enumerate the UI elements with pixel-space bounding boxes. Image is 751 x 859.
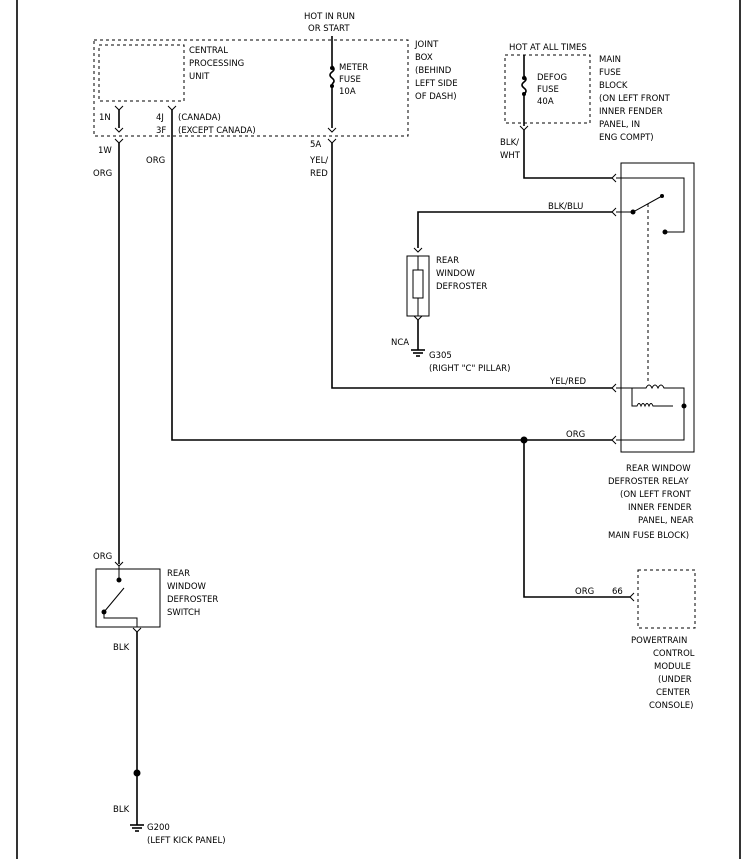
g305-location-label: (RIGHT "C" PILLAR) — [429, 364, 510, 374]
g200-location-label: (LEFT KICK PANEL) — [147, 836, 226, 846]
main-fuse-block-outline — [504, 54, 591, 124]
blkblu-label: BLK/BLU — [548, 202, 583, 212]
main-fuse-block-label-3: BLOCK — [599, 81, 628, 91]
main-fuse-block-label-2: FUSE — [599, 68, 621, 78]
switch-label-3: DEFROSTER — [167, 595, 218, 605]
wire-org-to-pcm — [523, 440, 630, 598]
joint-box-label-1: JOINT — [414, 40, 439, 50]
pcm-label-3: MODULE — [654, 662, 691, 672]
blkwht-label-1: BLK/ — [500, 138, 519, 148]
relay-outline — [620, 162, 695, 453]
main-fuse-block-label-1: MAIN — [599, 55, 621, 65]
joint-box-label-4: LEFT SIDE — [415, 79, 458, 89]
switch-label-4: SWITCH — [167, 608, 200, 618]
relay-pin-blkblu — [611, 207, 617, 217]
joint-box-outline — [93, 39, 409, 137]
meter-fuse-label-1: METER — [339, 63, 368, 73]
org-relay-label: ORG — [566, 430, 585, 440]
connector-1n-lower — [114, 127, 124, 133]
pcm-label-5: CENTER — [656, 688, 690, 698]
relay-pin-fuse — [611, 173, 617, 183]
connector-1n — [114, 105, 124, 111]
org-pcm-label: ORG — [575, 587, 594, 597]
yelred-label-2: RED — [310, 169, 328, 179]
rear-defroster-label-2: WINDOW — [436, 269, 476, 279]
relay-label-2: DEFROSTER RELAY — [608, 477, 689, 487]
meter-fuse-symbol — [329, 65, 335, 85]
blk-label-2: BLK — [113, 805, 130, 815]
pcm-label-2: CONTROL — [653, 649, 695, 659]
pin-4j-label: 4J — [156, 113, 164, 123]
cpu-label-2: PROCESSING — [189, 59, 244, 69]
pcm-label-6: CONSOLE) — [649, 701, 694, 711]
except-canada-label: (EXCEPT CANADA) — [178, 126, 256, 136]
nca-label: NCA — [391, 338, 409, 348]
rear-defroster-label-3: DEFROSTER — [436, 282, 487, 292]
relay-label-3: (ON LEFT FRONT — [620, 490, 692, 500]
relay-label-5: PANEL, NEAR — [638, 516, 694, 526]
org-left-label: ORG — [93, 169, 112, 179]
blk-label-1: BLK — [113, 643, 130, 653]
joint-box-label-5: OF DASH) — [415, 92, 457, 102]
pin-66-label: 66 — [612, 587, 623, 597]
relay-label-6: MAIN FUSE BLOCK) — [608, 531, 689, 541]
hot-in-run-label: HOT IN RUN — [304, 12, 355, 22]
defog-fuse-label-2: FUSE — [537, 85, 559, 95]
defog-fuse-symbol — [521, 75, 527, 95]
connector-1w — [114, 138, 124, 144]
pin-1w-label: 1W — [98, 146, 112, 156]
wire-blkwht-to-relay — [523, 130, 612, 179]
g200-label: G200 — [147, 823, 170, 833]
wire-yelred-to-relay — [331, 143, 612, 389]
meter-fuse-label-2: FUSE — [339, 75, 361, 85]
cpu-label-1: CENTRAL — [189, 46, 228, 56]
defroster-switch-outline — [95, 568, 161, 628]
switch-label-2: WINDOW — [167, 582, 207, 592]
relay-label-4: INNER FENDER — [628, 503, 692, 513]
pin-1n-label: 1N — [99, 113, 111, 123]
pin-5a-label: 5A — [310, 140, 321, 150]
connector-fuse-out — [519, 125, 529, 131]
yelred-label-1: YEL/ — [309, 156, 328, 166]
rear-defroster-label-1: REAR — [436, 256, 459, 266]
connector-5a — [327, 127, 337, 133]
connector-4j — [167, 105, 177, 111]
pcm-label-1: POWERTRAIN — [631, 636, 687, 646]
wire-blkblu — [417, 211, 612, 248]
rear-defroster-grid — [412, 269, 424, 299]
hot-in-run-label-2: OR START — [308, 24, 350, 34]
switch-blade — [103, 587, 125, 613]
g305-label: G305 — [429, 351, 452, 361]
switch-label-1: REAR — [167, 569, 190, 579]
relay-pin-org — [611, 435, 617, 445]
canada-label: (CANADA) — [178, 113, 221, 123]
relay-label-1: REAR WINDOW — [626, 464, 691, 474]
relay-resistor — [631, 388, 673, 408]
org-mid-label: ORG — [146, 156, 165, 166]
connector-5a-lower — [327, 138, 337, 144]
yelred-relay-label: YEL/RED — [549, 377, 586, 387]
blkwht-label-2: WHT — [500, 151, 521, 161]
pcm-outline — [637, 569, 696, 629]
pcm-label-4: (UNDER — [658, 675, 692, 685]
defog-fuse-label-1: DEFOG — [537, 73, 567, 83]
defog-fuse-label-3: 40A — [537, 97, 554, 107]
hot-at-all-times-label: HOT AT ALL TIMES — [509, 43, 587, 53]
joint-box-label-3: (BEHIND — [415, 66, 452, 76]
relay-coil — [616, 384, 685, 441]
main-fuse-block-label-4: (ON LEFT FRONT — [599, 94, 671, 104]
main-fuse-block-label-7: ENG COMPT) — [599, 133, 654, 143]
main-fuse-block-label-5: INNER FENDER — [599, 107, 663, 117]
main-fuse-block-label-6: PANEL, IN — [599, 120, 640, 130]
cpu-label-3: UNIT — [189, 72, 210, 82]
meter-fuse-label-3: 10A — [339, 87, 356, 97]
joint-box-label-2: BOX — [415, 53, 433, 63]
org-switch-label: ORG — [93, 552, 112, 562]
wire-org-cpu-to-relay — [171, 138, 612, 441]
pin-3f-label: 3F — [156, 126, 166, 136]
relay-pin-yelred — [611, 383, 617, 393]
cpu-outline — [98, 44, 185, 102]
